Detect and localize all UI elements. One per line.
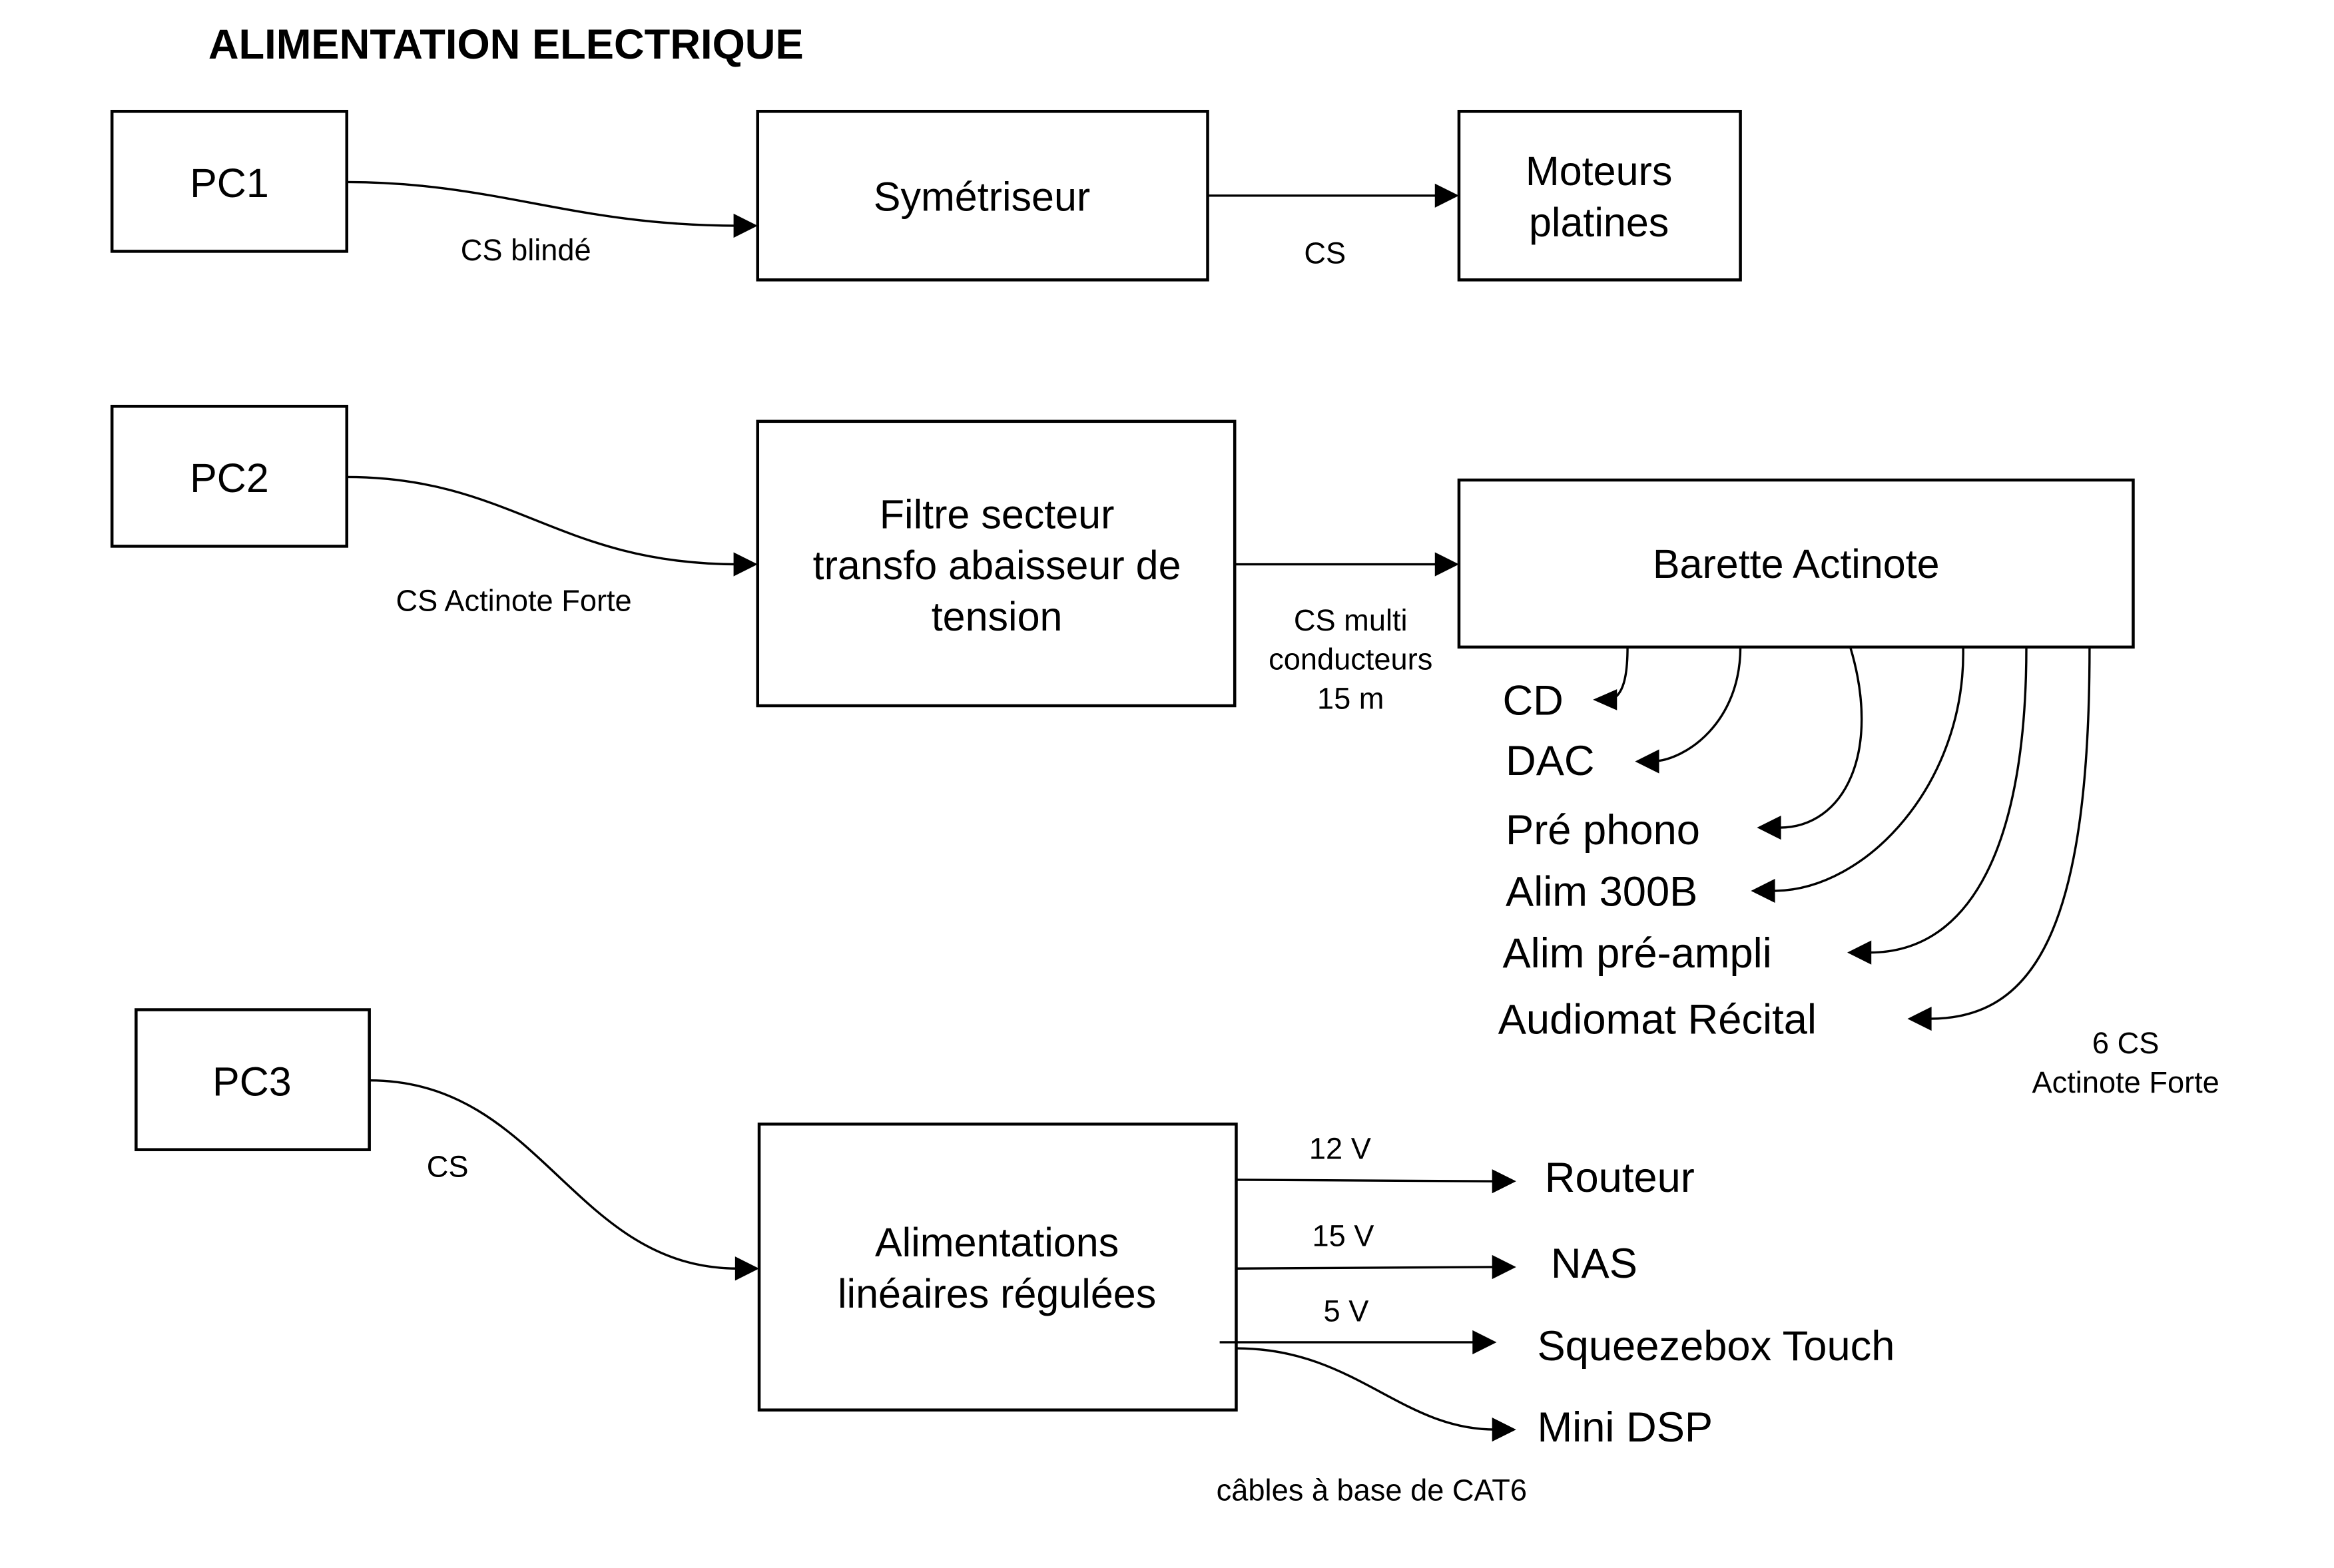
output-cd: CD: [1502, 678, 1563, 724]
outlet-wire-dac: [1653, 647, 1742, 763]
outlet-wire-audiomat: [1930, 647, 2091, 1020]
output-dac: DAC: [1506, 738, 1595, 784]
arrow-head-icon: [1492, 1254, 1516, 1280]
output-routeur: Routeur: [1545, 1155, 1695, 1201]
output-minidsp: Mini DSP: [1537, 1404, 1713, 1451]
moteurs-label-1: Moteurs: [1526, 148, 1672, 194]
arrow-head-icon: [733, 552, 758, 577]
filtre-link-label-3: 15 m: [1317, 681, 1384, 715]
filtre-label-1: Filtre secteur: [880, 491, 1115, 537]
outlet-wire-alim300b: [1773, 647, 1964, 892]
pc1-box: [110, 109, 349, 253]
outlets-note-1: 6 CS: [2092, 1026, 2159, 1060]
barette-label: Barette Actinote: [1653, 541, 1940, 587]
moteurs-box: [1457, 109, 1742, 282]
arrow-head-icon: [1472, 1330, 1497, 1355]
voltage-15v: 15 V: [1312, 1218, 1374, 1252]
output-alim300b: Alim 300B: [1506, 869, 1697, 915]
alim-label-1: Alimentations: [875, 1220, 1119, 1265]
pc2-cable-label: CS Actinote Forte: [396, 584, 632, 618]
arrow-head-icon: [1757, 815, 1781, 840]
symetriseur-box: [756, 109, 1209, 282]
arrow-head-icon: [1434, 552, 1459, 577]
output-alimpreampli: Alim pré-ampli: [1502, 930, 1771, 977]
pc1-label: PC1: [190, 160, 269, 206]
output-audiomat: Audiomat Récital: [1498, 997, 1817, 1043]
pc1-cable: [346, 180, 738, 227]
filtre-label-2: transfo abaisseur de: [813, 543, 1181, 588]
output-prephono: Pré phono: [1506, 807, 1700, 854]
pc1-cable-label: CS blindé: [461, 233, 591, 267]
filtre-link-label-1: CS multi: [1294, 603, 1408, 637]
diagram-title: ALIMENTATION ELECTRIQUE: [208, 21, 804, 68]
row-pc3: PC3 CS Alimentations linéaires régulées …: [135, 1008, 1895, 1507]
pc3-cable-label: CS: [427, 1149, 469, 1183]
row-pc2: PC2 CS Actinote Forte Filtre secteur tra…: [110, 404, 2219, 1099]
arrow-head-icon: [1593, 689, 1617, 710]
pc2-label: PC2: [190, 455, 269, 501]
arrow-head-icon: [1492, 1169, 1516, 1194]
arrow-head-icon: [1751, 878, 1775, 904]
filtre-label-3: tension: [932, 594, 1063, 639]
outlet-wire-prephono: [1779, 647, 1863, 829]
wire-routeur: [1236, 1178, 1496, 1182]
outlets-note-2: Actinote Forte: [2032, 1065, 2219, 1099]
arrow-head-icon: [1635, 749, 1659, 774]
outlet-wire-alimpreampli: [1869, 647, 2028, 954]
barette-box: [1457, 478, 2135, 649]
pc2-box: [110, 404, 349, 548]
arrow-head-icon: [734, 1256, 760, 1281]
moteurs-label-2: platines: [1529, 200, 1669, 245]
cat6-note: câbles à base de CAT6: [1217, 1473, 1527, 1507]
arrow-head-icon: [1847, 940, 1872, 965]
arrow-head-icon: [1907, 1006, 1932, 1031]
voltage-5v: 5 V: [1324, 1294, 1369, 1328]
alim-label-2: linéaires régulées: [838, 1271, 1156, 1316]
arrow-head-icon: [733, 213, 758, 238]
alim-box: [757, 1123, 1238, 1412]
wire-nas: [1236, 1266, 1496, 1270]
pc3-box: [135, 1008, 371, 1151]
row-pc1: PC1 CS blindé Symétriseur CS Moteurs pla…: [110, 109, 1742, 282]
voltage-12v: 12 V: [1309, 1131, 1371, 1165]
arrow-head-icon: [1492, 1417, 1516, 1442]
symetriseur-link-label: CS: [1304, 236, 1346, 270]
output-nas: NAS: [1551, 1240, 1637, 1287]
arrow-head-icon: [1434, 183, 1459, 208]
pc3-label: PC3: [212, 1059, 292, 1104]
wire-minidsp: [1236, 1347, 1496, 1431]
output-squeezebox: Squeezebox Touch: [1537, 1323, 1895, 1370]
filtre-link-label-2: conducteurs: [1269, 643, 1432, 676]
symetriseur-label: Symétriseur: [874, 174, 1091, 219]
pc2-cable: [346, 475, 738, 566]
pc3-cable: [369, 1079, 738, 1270]
